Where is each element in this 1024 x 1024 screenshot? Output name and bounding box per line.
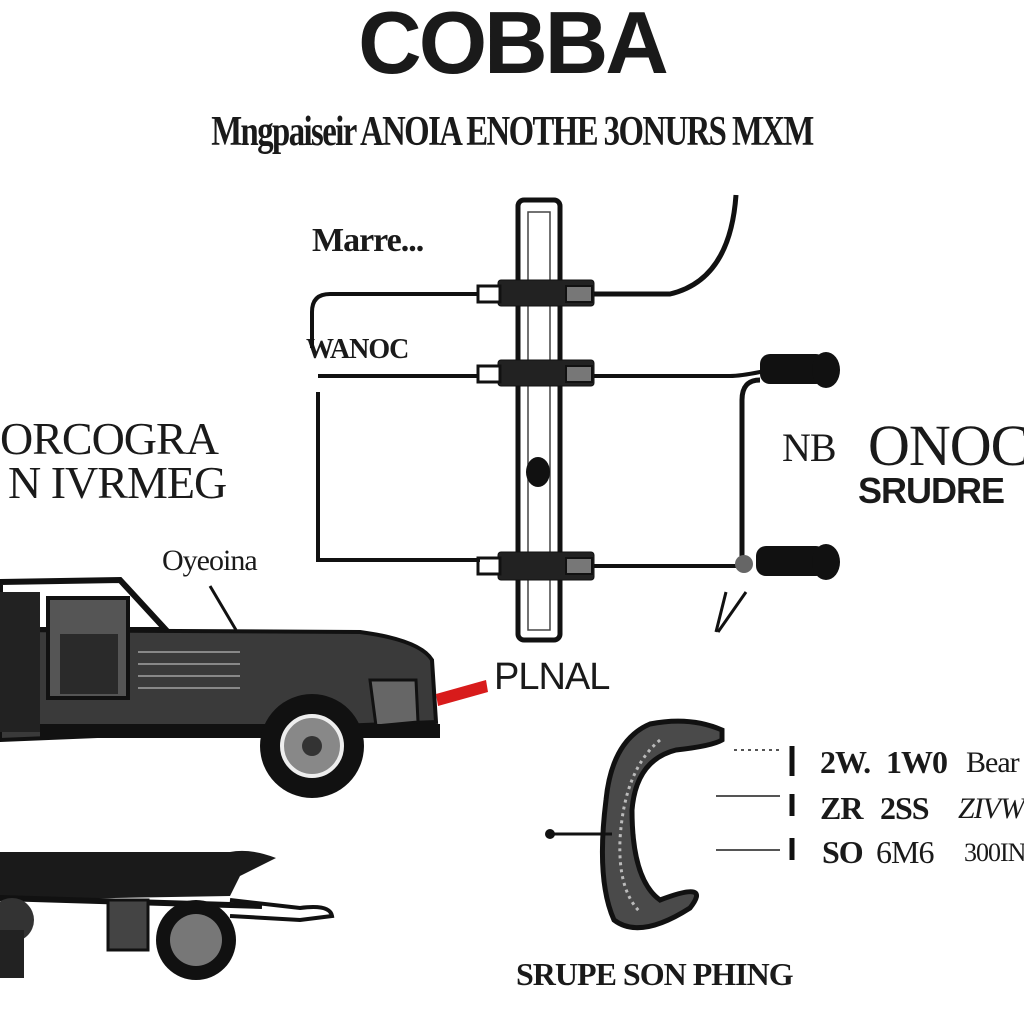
label-left-big-line2: N IVRMEG [8,457,227,508]
clamp-blocks [476,279,595,581]
vertical-hitch-bar [515,197,563,643]
spec-row-2-c: ZIVW [958,792,1024,825]
spec-row-1-a: 2W. [820,744,871,780]
wiring [310,194,801,633]
spec-leaders [716,749,780,851]
label-right-sub: SRUDRE [858,470,1005,511]
label-top-left-small: Marre... [312,222,424,259]
coiled-hose [545,718,725,931]
label-right-big: ONOC [868,413,1024,478]
spec-row-2-b: 2SS [880,790,930,826]
label-middle-left-small: WANOC [306,334,409,365]
diagram-title: COBBA [358,0,669,92]
rod-ends [735,352,840,580]
label-center-bottom: PLNAL [494,656,610,698]
label-left-big-line1: ORCOGRA [0,413,219,464]
spec-row-2-a: ZR [820,790,863,826]
pin-hole-icon [526,457,550,487]
spec-row-3-b: 6M6 [876,834,934,870]
spec-row-1-b: 1W0 [886,744,948,780]
spec-row-3-c: 300IN [964,838,1024,867]
spec-row-3-a: SO [822,834,864,870]
diagram-subtitle: Mngpaiseir ANOIA ENOTHE 3ONURS MXM [211,109,814,155]
label-bottom-caption: SRUPE SON PHING [516,956,794,992]
pickup-truck [0,576,488,798]
trailer [0,850,335,980]
label-right-prefix: NB [782,425,837,470]
spec-row-1-c: Bear [966,746,1020,779]
label-truck: Oyeoina [162,544,258,577]
